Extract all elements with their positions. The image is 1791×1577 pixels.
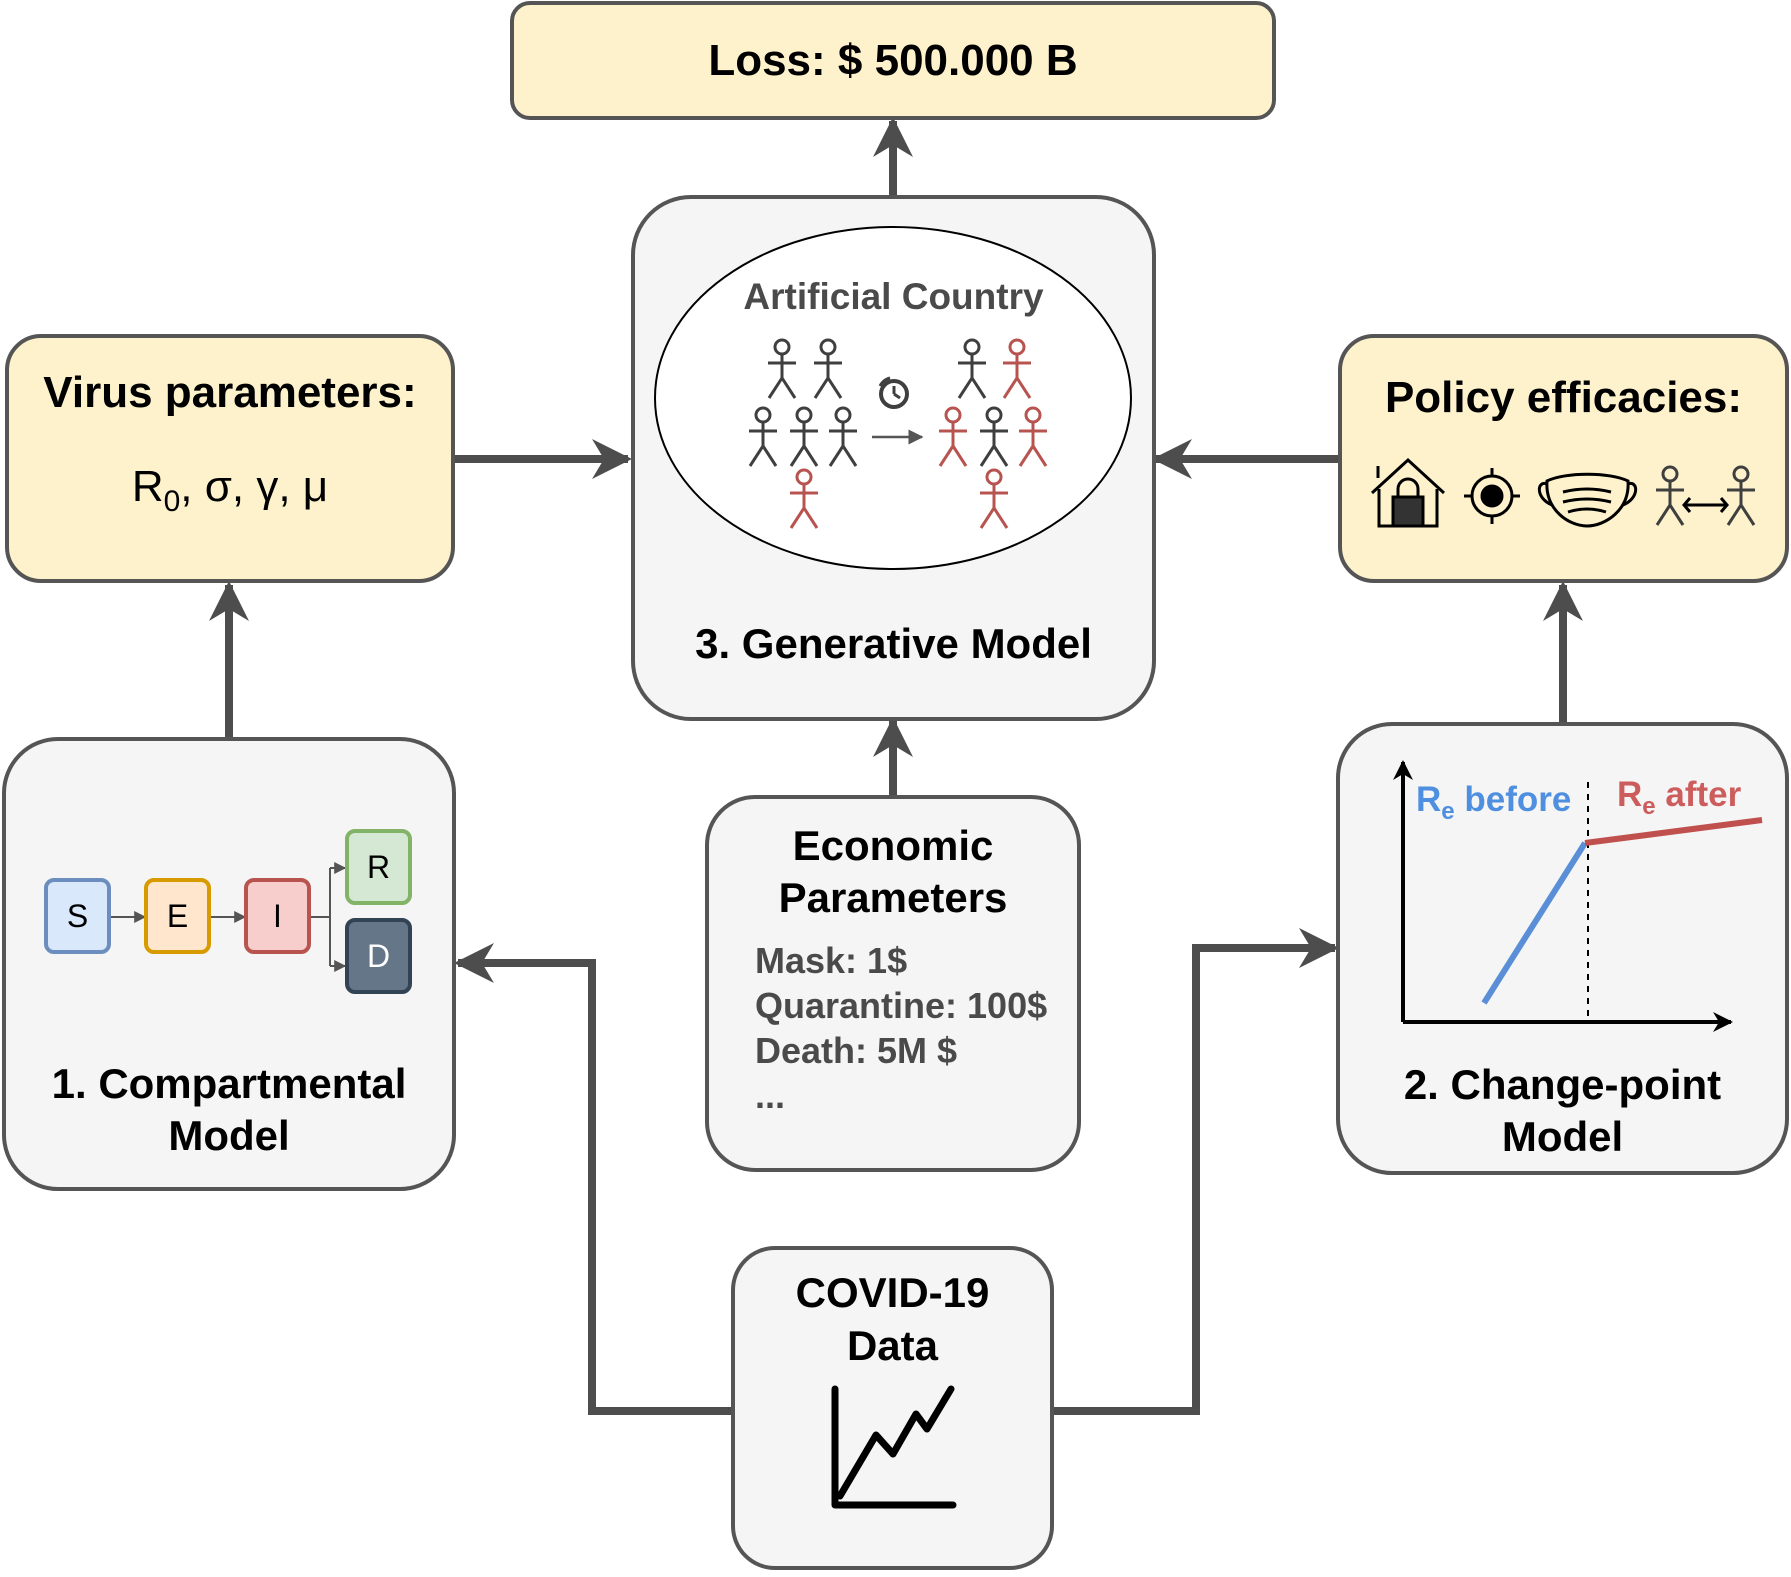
economic-parameters-box — [705, 795, 1081, 1172]
changepoint-label-line2: Model — [1501, 1113, 1624, 1160]
virus-parameters-values: R0, σ, γ, μ — [7, 462, 453, 519]
compartment-e-box — [144, 878, 211, 954]
changepoint-model-box — [1336, 722, 1789, 1175]
compartmental-model-box — [2, 737, 456, 1191]
re-after-sub: e — [1642, 793, 1656, 820]
compartmental-label-line1: 1. Compartmental — [51, 1060, 407, 1107]
virus-parameters-rest: , σ, γ, μ — [180, 462, 329, 511]
line-chart-icon — [831, 1385, 957, 1509]
compartmental-model-label: 1. Compartmental Model — [4, 1058, 454, 1162]
policy-efficacies-box — [1338, 334, 1789, 583]
artificial-country-label: Artificial Country — [743, 276, 1044, 317]
r-symbol: R — [131, 462, 164, 511]
compartment-r-box — [345, 829, 412, 905]
seird-diagram — [44, 829, 412, 994]
compartment-s-label: S — [66, 897, 89, 934]
covid-label-line2: Data — [846, 1322, 939, 1369]
re-before-text: before — [1454, 780, 1572, 819]
arrow-covid-to-compartmental — [454, 943, 731, 1415]
economic-item-more: ... — [755, 1075, 786, 1116]
compartment-d-label: D — [366, 937, 391, 974]
economic-item-quarantine: Quarantine: 100$ — [755, 985, 1048, 1026]
artificial-country-ellipse — [654, 226, 1132, 570]
re-after-text: after — [1655, 775, 1742, 814]
economic-parameters-title: Economic Parameters — [707, 820, 1079, 924]
r-subscript: 0 — [163, 484, 181, 518]
connectors — [209, 117, 1583, 1415]
re-before-r: R — [1416, 780, 1442, 819]
covid-data-box — [731, 1246, 1054, 1570]
policy-efficacies-title: Policy efficacies: — [1384, 373, 1743, 422]
economic-item-mask: Mask: 1$ — [755, 940, 908, 981]
economic-item-death: Death: 5M $ — [755, 1030, 958, 1071]
compartment-s-box — [44, 878, 111, 954]
generative-model-label: 3. Generative Model — [695, 620, 1092, 667]
compartment-i-box — [244, 878, 311, 954]
arrow-covid-to-changepoint — [1054, 928, 1339, 1415]
compartment-e-label: E — [166, 897, 189, 934]
virus-parameters-box — [5, 334, 455, 583]
virus-parameters-title: Virus parameters: — [43, 368, 417, 417]
face-mask-icon — [1537, 472, 1638, 528]
economic-parameters-list: Mask: 1$ Quarantine: 100$ Death: 5M $ ..… — [755, 938, 1047, 1118]
re-after-label: Re after — [1617, 775, 1741, 821]
compartment-i-label: I — [273, 897, 282, 934]
house-lock-icon — [1370, 457, 1446, 528]
clock-arrow-icon — [878, 376, 909, 409]
loss-label: Loss: $ 500.000 B — [708, 35, 1078, 85]
compartment-d-box — [345, 918, 412, 994]
after-segment — [1584, 817, 1763, 846]
social-distance-icon — [1654, 465, 1757, 527]
loss-box — [510, 1, 1276, 120]
covid-label-line1: COVID-19 — [795, 1269, 990, 1316]
re-before-label: Re before — [1416, 780, 1571, 826]
economic-title-line1: Economic — [792, 822, 994, 869]
economic-title-line2: Parameters — [778, 874, 1008, 921]
before-segment — [1481, 841, 1588, 1005]
target-icon — [1464, 468, 1520, 524]
re-after-r: R — [1617, 775, 1643, 814]
changepoint-chart — [1393, 760, 1763, 1032]
re-before-sub: e — [1441, 798, 1455, 825]
changepoint-label-line1: 2. Change-point — [1403, 1061, 1722, 1108]
compartmental-label-line2: Model — [168, 1112, 290, 1159]
covid-data-label: COVID-19 Data — [733, 1266, 1052, 1372]
changepoint-model-label: 2. Change-point Model — [1338, 1059, 1787, 1163]
compartment-r-label: R — [366, 848, 391, 885]
